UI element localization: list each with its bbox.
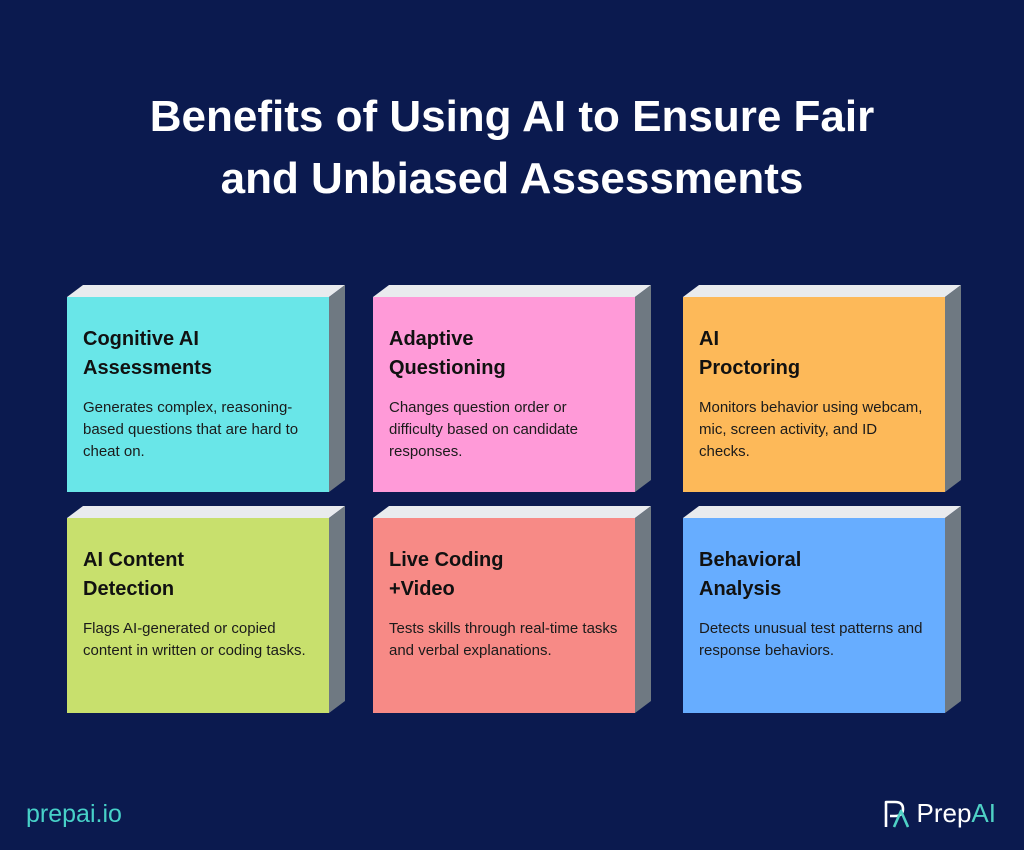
card-title: Live Coding +Video <box>389 546 619 604</box>
card-title-line-1: Cognitive AI <box>83 328 199 350</box>
card-side-edge <box>329 506 345 713</box>
card-side-edge <box>945 285 961 492</box>
card-title: Behavioral Analysis <box>699 546 929 604</box>
card-title: AI Content Detection <box>83 546 313 604</box>
card-face: Live Coding +Video Tests skills through … <box>373 518 635 713</box>
card-title-line-2: Analysis <box>699 578 782 600</box>
title-line-1: Benefits of Using AI to Ensure Fair <box>149 92 875 141</box>
prepai-logo-icon <box>884 800 909 828</box>
brand-name: PrepAI <box>917 798 997 829</box>
card-face: Cognitive AI Assessments Generates compl… <box>67 297 329 492</box>
card-top-edge <box>373 506 651 518</box>
card-top-edge <box>67 506 345 518</box>
page-title: Benefits of Using AI to Ensure Fair and … <box>0 86 1024 210</box>
card-top-edge <box>683 506 961 518</box>
brand-prefix: Prep <box>916 798 972 828</box>
card-ai-content-detection: AI Content Detection Flags AI-generated … <box>67 518 329 713</box>
card-side-edge <box>329 285 345 492</box>
card-title: Cognitive AI Assessments <box>83 325 313 383</box>
card-title-line-2: Proctoring <box>699 357 801 379</box>
card-title: AI Proctoring <box>699 325 929 383</box>
card-title-line-1: Adaptive <box>389 328 474 350</box>
card-description: Tests skills through real-time tasks and… <box>389 620 618 659</box>
card-title-line-2: Detection <box>83 578 175 600</box>
card-live-coding-video: Live Coding +Video Tests skills through … <box>373 518 635 713</box>
title-line-2: and Unbiased Assessments <box>220 154 804 203</box>
card-adaptive-questioning: Adaptive Questioning Changes question or… <box>373 297 635 492</box>
card-top-edge <box>67 285 345 297</box>
card-face: AI Content Detection Flags AI-generated … <box>67 518 329 713</box>
card-title-line-1: AI <box>699 328 719 350</box>
card-title-line-2: Questioning <box>389 357 506 379</box>
card-title-line-1: AI Content <box>83 549 185 571</box>
card-cognitive-ai-assessments: Cognitive AI Assessments Generates compl… <box>67 297 329 492</box>
card-description: Flags AI-generated or copied content in … <box>83 620 306 659</box>
card-face: Behavioral Analysis Detects unusual test… <box>683 518 945 713</box>
brand-suffix: AI <box>971 798 996 828</box>
card-face: Adaptive Questioning Changes question or… <box>373 297 635 492</box>
card-top-edge <box>373 285 651 297</box>
brand-logo: PrepAI <box>883 798 997 829</box>
card-description: Detects unusual test patterns and respon… <box>699 620 923 659</box>
card-side-edge <box>635 285 651 492</box>
card-title-line-2: +Video <box>389 578 455 600</box>
card-title-line-2: Assessments <box>83 357 212 379</box>
card-title-line-1: Behavioral <box>699 549 802 571</box>
card-side-edge <box>945 506 961 713</box>
card-title-line-1: Live Coding <box>389 549 504 571</box>
card-face: AI Proctoring Monitors behavior using we… <box>683 297 945 492</box>
card-description: Changes question order or difficulty bas… <box>389 399 579 460</box>
card-description: Monitors behavior using webcam, mic, scr… <box>699 399 923 460</box>
card-top-edge <box>683 285 961 297</box>
card-title: Adaptive Questioning <box>389 325 619 383</box>
website-link[interactable]: prepai.io <box>26 800 122 828</box>
card-behavioral-analysis: Behavioral Analysis Detects unusual test… <box>683 518 945 713</box>
card-side-edge <box>635 506 651 713</box>
card-ai-proctoring: AI Proctoring Monitors behavior using we… <box>683 297 945 492</box>
card-description: Generates complex, reasoning-based quest… <box>83 399 299 460</box>
